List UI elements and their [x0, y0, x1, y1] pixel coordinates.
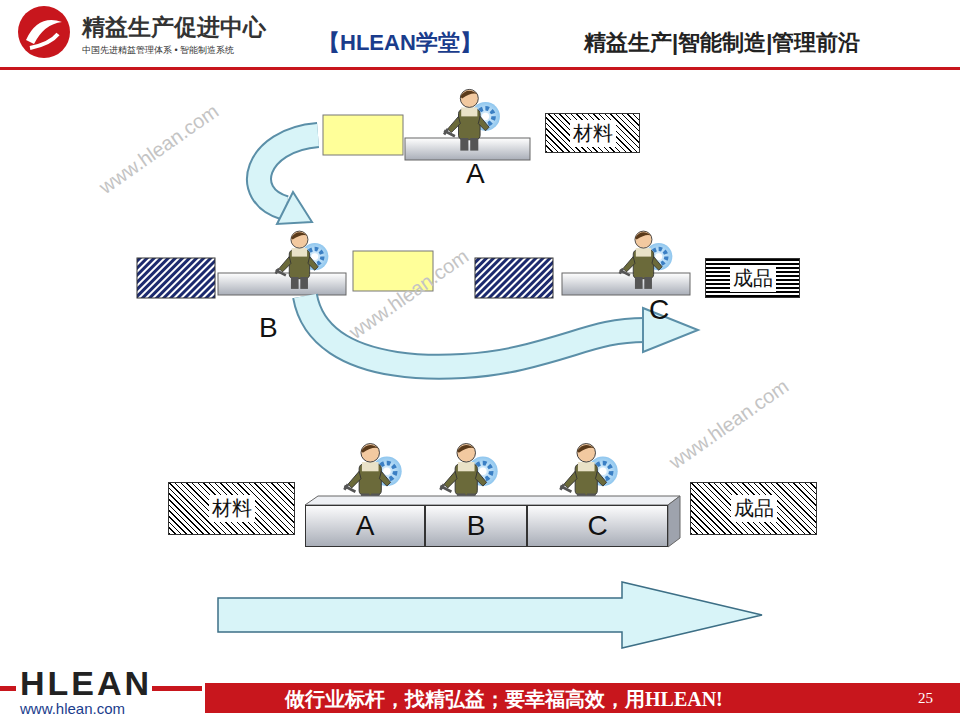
header-brand: 【HLEAN学堂】	[318, 28, 482, 58]
node-text: 成品	[731, 495, 777, 522]
material-box: 材料	[545, 113, 640, 153]
node-text: 成品	[730, 265, 776, 292]
station-segment: C	[527, 505, 668, 547]
logo-subtitle: 中国先进精益管理体系 • 智能制造系统	[82, 44, 234, 57]
product-box: 成品	[690, 482, 817, 535]
page-number: 25	[918, 690, 933, 707]
node-text: A	[356, 510, 375, 542]
footer-url: www.hlean.com	[20, 700, 125, 717]
header-slogan: 精益生产|智能制造|管理前沿	[584, 28, 860, 58]
node-text: C	[587, 510, 607, 542]
material-box: 材料	[168, 482, 295, 535]
station-letter: B	[259, 312, 278, 344]
node-text: B	[467, 510, 486, 542]
footer-logo: HLEAN	[20, 664, 152, 703]
station-segment: B	[425, 505, 527, 547]
logo-title: 精益生产促进中心	[82, 12, 266, 43]
station-letter: A	[466, 158, 485, 190]
footer-slogan: 做行业标杆，找精弘益；要幸福高效，用HLEAN!	[285, 686, 723, 713]
watermark: www.hlean.com	[665, 375, 793, 474]
watermark: www.hlean.com	[95, 100, 223, 199]
node-text: 材料	[209, 495, 255, 522]
station-letter: C	[649, 294, 669, 326]
product-box: 成品	[705, 258, 800, 298]
watermark: www.hlean.com	[345, 245, 473, 344]
station-segment: A	[305, 505, 425, 547]
node-text: 材料	[570, 120, 616, 147]
